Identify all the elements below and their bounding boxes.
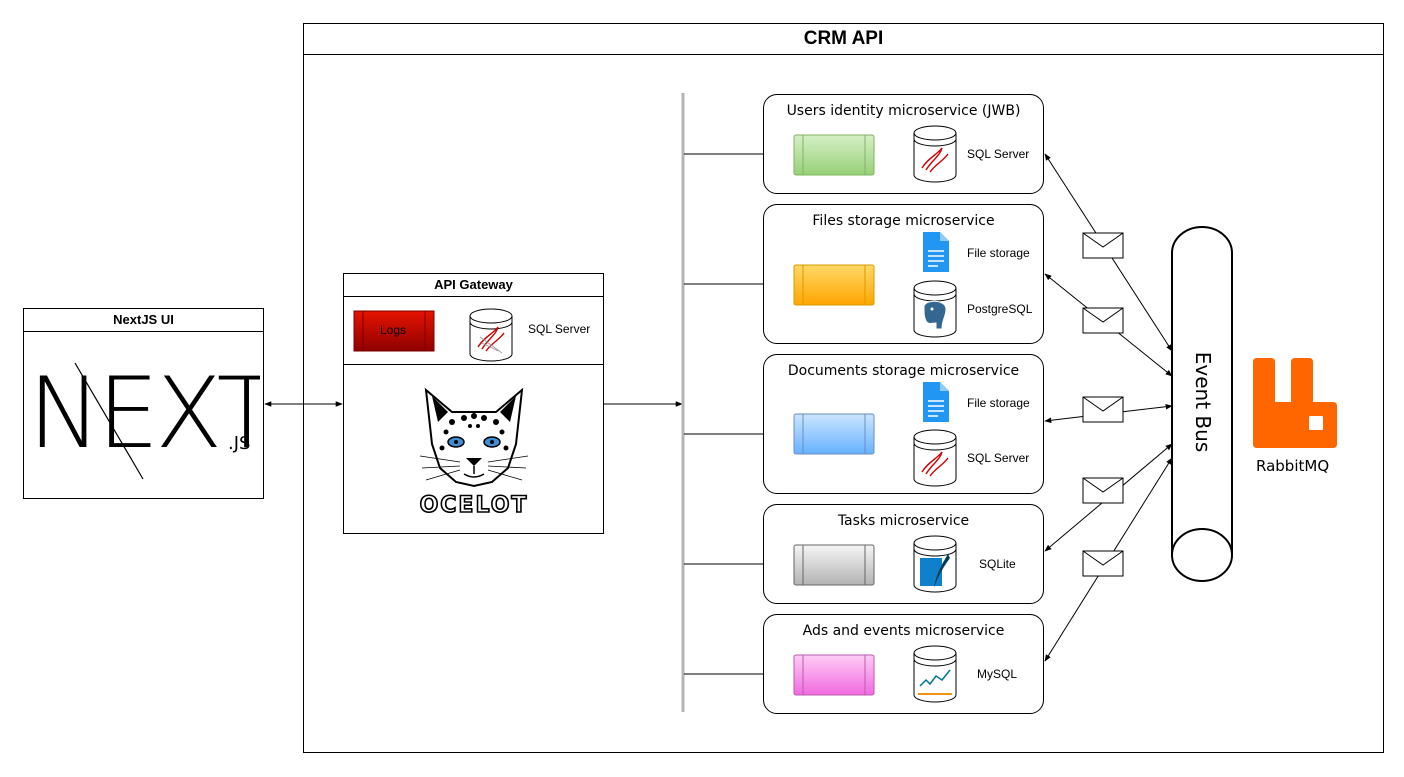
ocelot-logo-icon: OCELOT [419,387,529,518]
nextjs-ui-title: NextJS UI [24,309,263,332]
sql-server-db-icon [469,308,513,362]
files-file-storage-label: File storage [967,246,1030,260]
gateway-db-label: SQL Server [528,322,591,336]
message-envelope-icon [1082,477,1124,504]
file-icon [923,232,949,272]
users-db-label: SQL Server [967,147,1030,161]
ads-events-db-label: MySQL [977,667,1018,681]
api-gateway-title: API Gateway [344,274,603,297]
event-bus-label: Event Bus [1191,351,1215,453]
rabbitmq-label: RabbitMQ [1256,457,1330,475]
message-envelope-icon [1082,232,1124,259]
users-identity-title: Users identity microservice (JWB) [786,103,1021,119]
mysql-db-icon [913,645,957,703]
gateway-divider [344,364,603,365]
documents-storage-title: Documents storage microservice [787,363,1020,379]
logs-label: Logs [380,323,407,337]
documents-storage-process [793,413,875,455]
event-bus-icon [1171,226,1233,582]
nextjs-ui-panel: NextJS UI NEXT .JS [23,308,264,499]
sql-server-db-icon [913,125,957,183]
ocelot-logo-text: OCELOT [420,493,529,518]
file-icon [923,382,949,422]
message-envelope-icon [1082,307,1124,334]
files-db-label: PostgreSQL [967,302,1033,316]
users-identity-process [793,134,875,176]
sqlite-db-icon [913,535,957,593]
logs-process [353,310,435,352]
ads-events-process [793,654,875,696]
tasks-db-label: SQLite [979,557,1016,571]
crm-api-title: CRM API [304,24,1383,55]
postgresql-db-icon [913,280,957,338]
files-storage-process [793,264,875,306]
ads-events-title: Ads and events microservice [802,623,1005,639]
message-envelope-icon [1082,550,1124,577]
nextjs-logo-suffix: .JS [228,433,250,454]
tasks-process [793,544,875,586]
nextjs-logo-text: NEXT [28,357,260,471]
sql-server-db-icon [913,429,957,487]
rabbitmq-logo-icon [1253,358,1337,448]
crm-api-container: CRM API [303,23,1384,753]
files-storage-title: Files storage microservice [812,213,995,229]
nextjs-logo-icon: NEXT .JS [28,355,260,480]
tasks-title: Tasks microservice [837,513,970,529]
documents-db-label: SQL Server [967,451,1030,465]
documents-file-storage-label: File storage [967,396,1030,410]
api-gateway-panel: API Gateway Logs SQL Server [343,273,604,534]
message-envelope-icon [1082,396,1124,423]
